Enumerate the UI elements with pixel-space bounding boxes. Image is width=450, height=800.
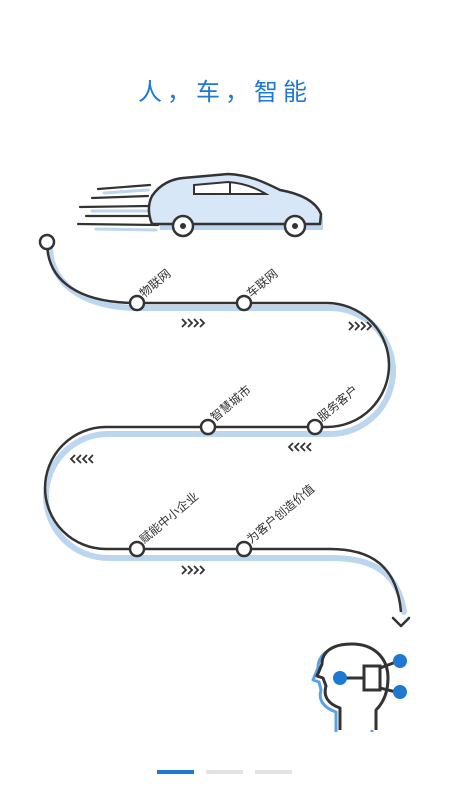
- milestone-node: [128, 540, 146, 558]
- chevron-right-icon: [181, 318, 206, 328]
- milestone-node: [306, 418, 324, 436]
- road-path: [43, 241, 403, 613]
- milestone-label: 车联网: [243, 266, 280, 301]
- page-dot-1[interactable]: [157, 770, 194, 774]
- milestone-label: 赋能中小企业: [136, 489, 201, 547]
- milestone-node: [128, 294, 146, 312]
- page-dot-2[interactable]: [206, 770, 243, 774]
- ai-head-icon: [311, 642, 407, 732]
- chevron-left-icon: [287, 442, 312, 452]
- car-icon: [76, 172, 323, 238]
- arrow-down-icon: [391, 616, 411, 628]
- milestone-node: [235, 540, 253, 558]
- milestone-node: [235, 294, 253, 312]
- page-title: 人，车，智能: [138, 78, 312, 106]
- milestone-label: 为客户创造价值: [243, 481, 317, 546]
- chevron-left-icon: [69, 454, 94, 464]
- milestone-node: [199, 418, 217, 436]
- milestone-label: 智慧城市: [207, 382, 253, 424]
- road-shadow: [43, 243, 407, 615]
- start-node: [38, 233, 56, 251]
- milestone-label: 物联网: [137, 266, 174, 300]
- chevron-right-icon: [181, 565, 206, 575]
- page-dot-3[interactable]: [255, 770, 292, 774]
- milestone-label: 服务客户: [314, 382, 360, 424]
- chevron-right-icon: [348, 321, 373, 331]
- page-indicator[interactable]: [0, 770, 450, 775]
